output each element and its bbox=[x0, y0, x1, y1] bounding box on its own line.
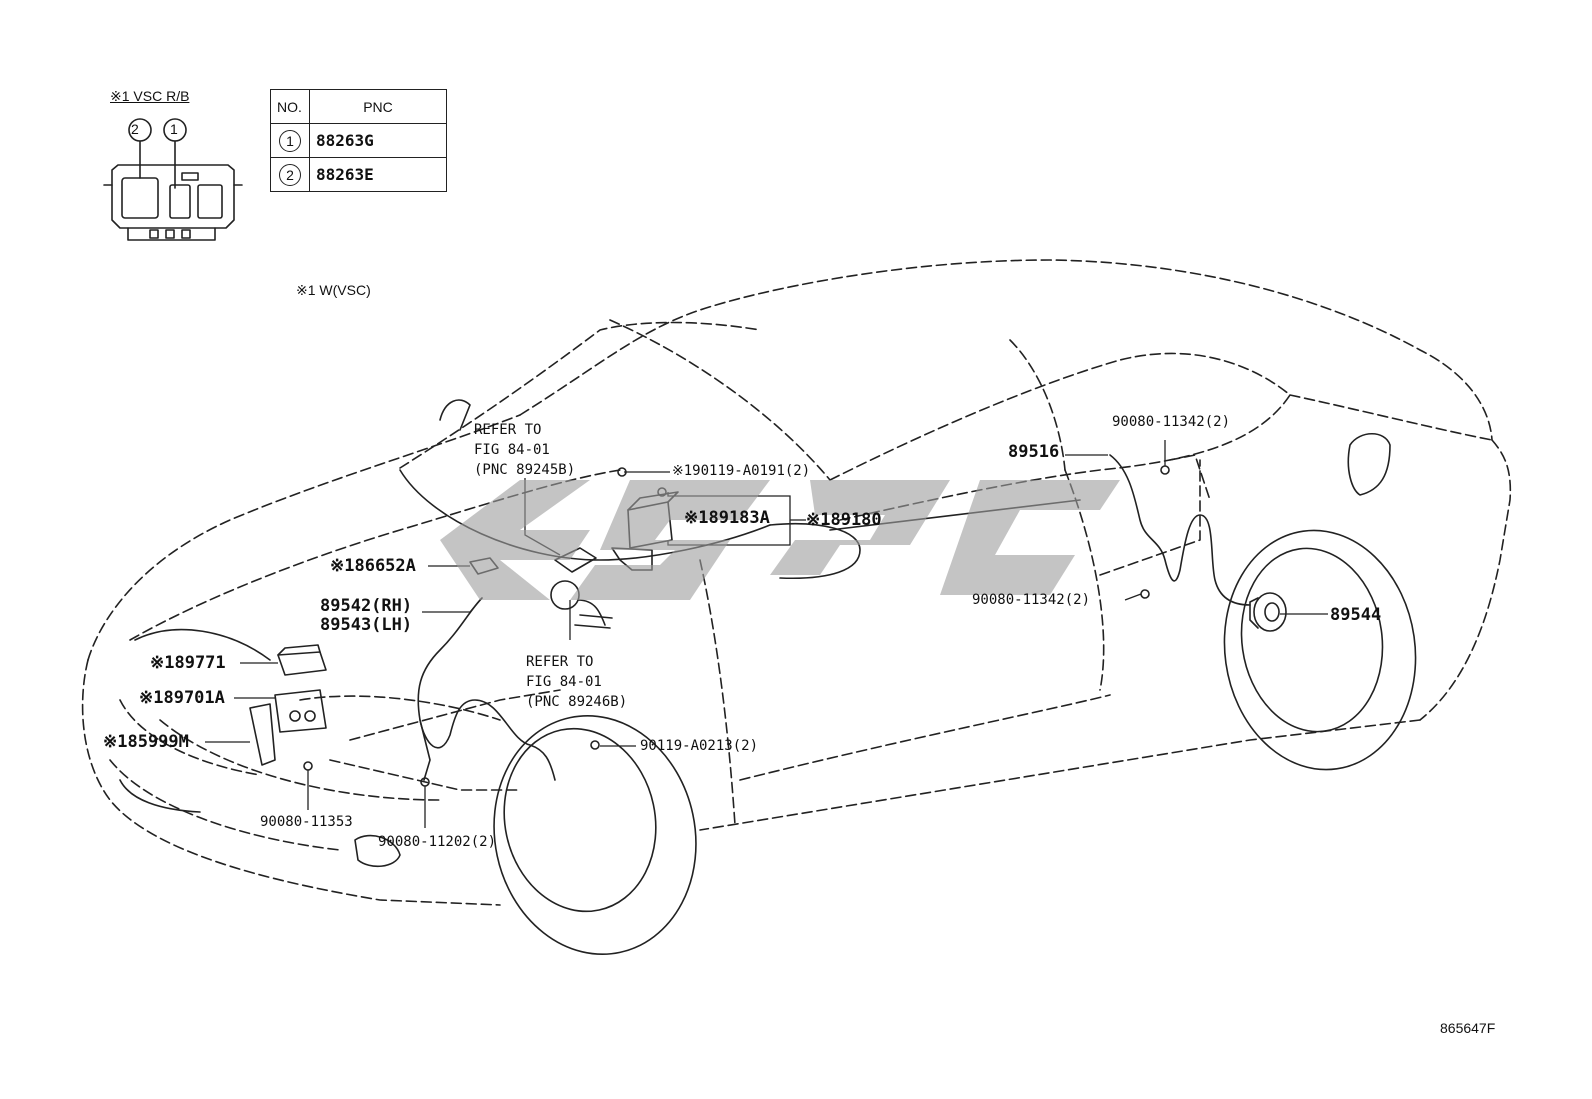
rear-wheel-sensor-harness-icon bbox=[1109, 454, 1251, 606]
header-pnc: PNC bbox=[309, 89, 447, 124]
ecu-89771-icon bbox=[277, 644, 327, 676]
header-no: NO. bbox=[270, 89, 310, 124]
part-89771: ※189771 bbox=[150, 653, 226, 673]
refer-top-line-3: (PNC 89245B) bbox=[474, 462, 576, 478]
part-89180: ※189180 bbox=[806, 510, 882, 530]
part-90080-11342-mid: 90080-11342(2) bbox=[972, 592, 1091, 608]
refer-bottom-callout: REFER TO FIG 84-01 (PNC 89246B) bbox=[526, 652, 627, 712]
part-90119-a0191: ※190119-A0191(2) bbox=[672, 463, 811, 479]
actuator-89701a-icon bbox=[249, 689, 327, 771]
part-89544: 89544 bbox=[1330, 605, 1382, 625]
w-vsc-note: ※1 W(VSC) bbox=[296, 282, 371, 298]
refer-bottom-line-1: REFER TO bbox=[526, 654, 594, 670]
rear-bearing-89544-icon bbox=[1249, 592, 1287, 632]
part-89516: 89516 bbox=[1008, 442, 1060, 462]
part-89701a: ※189701A bbox=[139, 688, 225, 708]
table-row: 1 88263G bbox=[270, 123, 447, 158]
part-90080-11202: 90080-11202(2) bbox=[378, 834, 497, 850]
table-row: 2 88263E bbox=[270, 157, 447, 192]
figure-id: 865647F bbox=[1440, 1020, 1496, 1036]
part-86652a: ※186652A bbox=[330, 556, 416, 576]
row-pnc-value: 88263E bbox=[309, 157, 447, 192]
pnc-table: NO. PNC 1 88263G 2 88263E bbox=[270, 89, 447, 192]
refer-top-line-1: REFER TO bbox=[474, 422, 542, 438]
row-number-circle: 1 bbox=[279, 129, 301, 152]
pnc-table-header: NO. PNC bbox=[270, 89, 447, 124]
part-90119-a0213: 90119-A0213(2) bbox=[640, 738, 759, 754]
fuse-marker-2: 2 bbox=[131, 121, 139, 137]
vsc-relay-box-label: ※1 VSC R/B bbox=[110, 88, 189, 105]
refer-bottom-line-3: (PNC 89246B) bbox=[526, 694, 628, 710]
vsc-rb-text: ※1 VSC R/B bbox=[110, 88, 190, 104]
refer-top-callout: REFER TO FIG 84-01 (PNC 89245B) bbox=[474, 420, 575, 480]
car-solid-lines bbox=[119, 399, 1417, 956]
refer-top-line-2: FIG 84-01 bbox=[474, 442, 550, 458]
fuse-marker-1: 1 bbox=[170, 121, 178, 137]
vsc-relay-block-icon bbox=[103, 118, 243, 241]
part-90080-11342-top: 90080-11342(2) bbox=[1112, 414, 1231, 430]
row-pnc-value: 88263G bbox=[309, 123, 447, 158]
row-number-circle: 2 bbox=[279, 163, 301, 186]
refer-bottom-line-2: FIG 84-01 bbox=[526, 674, 602, 690]
part-85999m: ※185999M bbox=[103, 732, 189, 752]
watermark-logo-icon bbox=[440, 480, 1120, 600]
part-90080-11353: 90080-11353 bbox=[260, 814, 353, 830]
part-89542: 89542(RH) bbox=[320, 596, 413, 616]
part-89543: 89543(LH) bbox=[320, 615, 413, 635]
part-89183a: ※189183A bbox=[684, 508, 770, 528]
